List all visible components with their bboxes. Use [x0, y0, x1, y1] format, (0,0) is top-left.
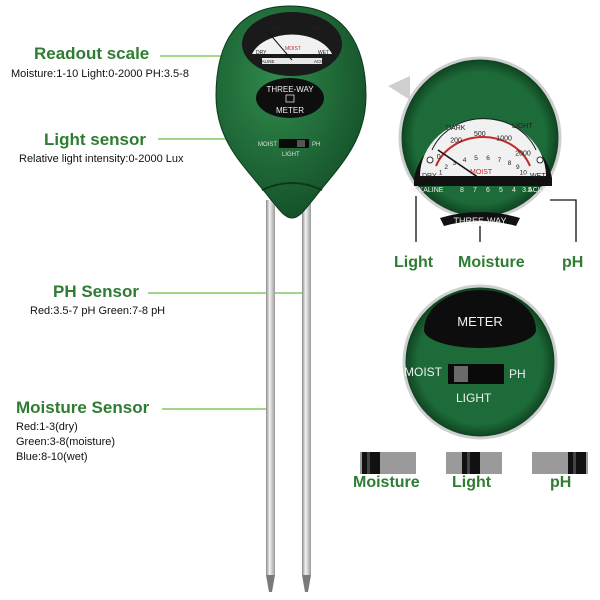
legend-light-label: Light — [394, 254, 434, 271]
light-sensor-desc: Relative light intensity:0-2000 Lux — [19, 153, 184, 165]
zoom-dial-dot-right — [536, 156, 544, 164]
zoom-switch-brand-text: METER — [457, 314, 503, 329]
moisture-tick-label: 9 — [516, 164, 520, 171]
ph-tick-labels: 8 7 6 5 4 3.5 — [460, 187, 532, 194]
switch-legend-light: Light — [452, 474, 492, 491]
moisture-tick-label: 7 — [498, 157, 502, 164]
zoom-dial-dot-left — [426, 156, 434, 164]
zoom-switch-ph-text: PH — [509, 367, 526, 381]
zoom-brand-text: THREE-WAY — [454, 216, 507, 226]
moisture-tick-label: 5 — [474, 155, 478, 162]
bracket-ph-line — [550, 199, 577, 242]
dial-wet-text: WET — [318, 50, 329, 56]
body-curve — [261, 182, 323, 191]
brand-plate — [256, 78, 324, 118]
dial-moist-text: MOIST — [285, 46, 301, 52]
dial-dark-text: DARK — [270, 26, 285, 32]
zoom-pointer — [388, 76, 410, 100]
zoom-dark-text: DARK — [446, 125, 466, 132]
zoom-mode-switch-knob — [454, 366, 468, 382]
zoom-acidic-text: ACIDIC — [528, 187, 552, 194]
zoom-dial-face — [420, 119, 546, 176]
brand-top-text: THREE-WAY — [266, 85, 314, 94]
dial-face — [252, 34, 332, 54]
moisture-probe — [266, 200, 275, 575]
ph-sensor-desc: Red:3.5-7 pH Green:7-8 pH — [30, 305, 166, 317]
zoom-wet-text: WET — [530, 173, 546, 180]
ph-tick-label: 4 — [512, 187, 516, 194]
light-tick-label: 2000 — [515, 151, 531, 158]
zoom-dial-needle — [437, 149, 483, 181]
dial-light-text: LIGHT — [306, 26, 321, 32]
ph-tick-label: 7 — [473, 187, 477, 194]
readout-scale-desc: Moisture:1-10 Light:0-2000 PH:3.5-8 — [11, 68, 189, 80]
legend-ph-label: pH — [562, 254, 584, 271]
switch-moist-text: MOIST — [258, 142, 277, 148]
moisture-tick-label: 4 — [463, 157, 467, 164]
moisture-tick-label: 8 — [508, 160, 512, 167]
switch-light-text: LIGHT — [282, 152, 300, 158]
ph-probe-tip — [302, 575, 311, 592]
zoom-dry-text: DRY — [422, 173, 437, 180]
moisture-sensor-title: Moisture Sensor — [16, 398, 150, 417]
ph-tick-label: 8 — [460, 187, 464, 194]
ph-sensor-title: PH Sensor — [53, 282, 139, 301]
ph-probe — [302, 200, 311, 575]
light-tick-labels: 0 200 500 1000 2000 — [437, 131, 531, 161]
moisture-sensor-desc: Red:1-3(dry) Green:3-8(moisture) Blue:8-… — [16, 420, 115, 465]
mode-switch-knob — [297, 140, 305, 147]
dial-needle — [267, 31, 293, 61]
zoom-moist-text: MOIST — [470, 169, 493, 176]
zoom-switch-light-text: LIGHT — [456, 391, 492, 405]
dial-lower-band — [262, 58, 322, 64]
moisture-desc-green: Green:3-8(moisture) — [16, 436, 116, 448]
moisture-tick-label: 10 — [520, 170, 528, 177]
light-sensor-title: Light sensor — [44, 130, 147, 149]
moisture-probe-tip — [266, 575, 275, 592]
dial-dry-text: DRY — [256, 50, 267, 56]
zoom-switch-moist-text: MOIST — [404, 365, 443, 379]
light-sensor-window — [285, 94, 295, 103]
zoom-light-text: LIGHT — [512, 123, 533, 130]
light-tick-label: 200 — [450, 138, 462, 145]
zoom-alkaline-text: ALKALINE — [410, 187, 444, 194]
zoom-dial-brackets — [415, 196, 577, 242]
switch-legend-moisture: Moisture — [353, 474, 420, 491]
light-tick-label: 1000 — [496, 136, 512, 143]
zoom-brand-plate — [440, 212, 520, 226]
brand-bottom-text: METER — [276, 106, 304, 115]
light-tick-label: 500 — [474, 131, 486, 138]
moisture-desc-blue: Blue:8-10(wet) — [16, 451, 88, 463]
switch-legend-ph: pH — [550, 474, 572, 491]
light-tick-label: 0 — [437, 154, 441, 161]
moisture-tick-label: 1 — [439, 170, 443, 177]
dial-alkaline-text: ALKALINE — [253, 59, 275, 64]
moisture-desc-red: Red:1-3(dry) — [16, 421, 78, 433]
switch-position-moisture — [360, 452, 416, 474]
moisture-tick-label: 3 — [453, 160, 457, 167]
mode-switch — [279, 139, 309, 148]
legend-moisture-label: Moisture — [458, 254, 525, 271]
zoom-switch-brand-plate — [424, 290, 536, 348]
switch-position-ph — [532, 452, 588, 474]
moisture-tick-label: 2 — [444, 164, 448, 171]
zoom-light-arc — [431, 118, 537, 151]
moisture-tick-label: 6 — [486, 155, 490, 162]
switch-position-light — [446, 452, 502, 474]
dial-acidic-text: ACIDIC — [314, 59, 330, 64]
ph-tick-label: 5 — [499, 187, 503, 194]
switch-ph-text: PH — [312, 142, 320, 148]
readout-scale-title: Readout scale — [34, 44, 150, 63]
ph-tick-label: 3.5 — [522, 187, 532, 194]
ph-tick-label: 6 — [486, 187, 490, 194]
